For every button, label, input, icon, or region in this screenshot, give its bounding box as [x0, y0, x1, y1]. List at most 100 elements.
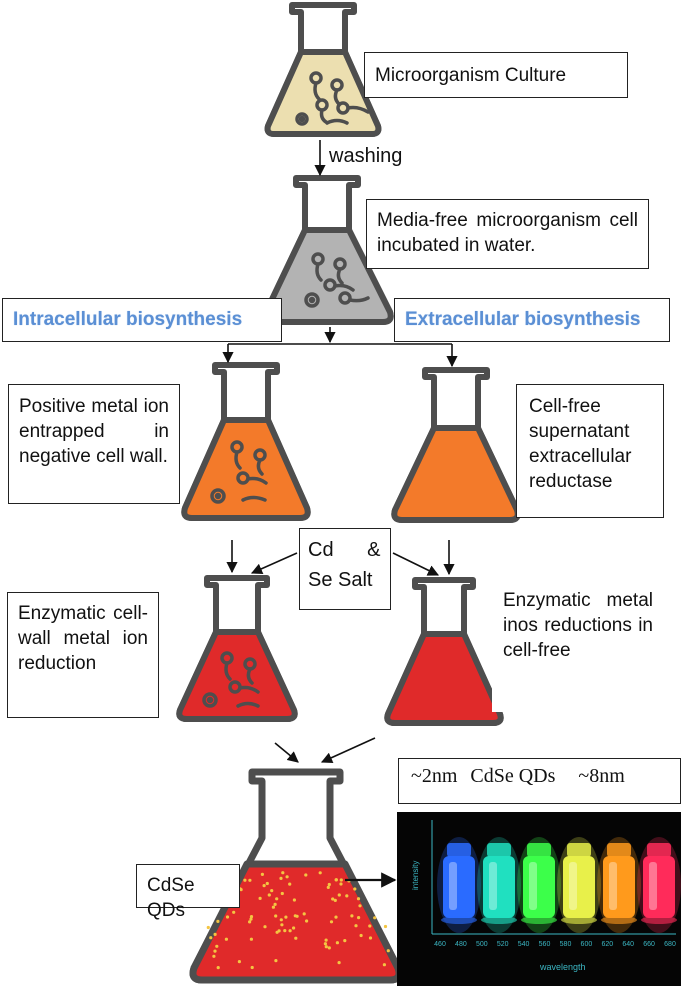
quantum-dot: [353, 887, 357, 891]
photo-x-tick: 680: [664, 941, 676, 948]
quantum-dot: [232, 910, 236, 914]
quantum-dot: [249, 917, 253, 921]
photo-x-axis-label: wavelength: [539, 962, 586, 972]
quantum-dot: [225, 915, 230, 919]
quantum-dot: [343, 939, 347, 943]
quantum-dot: [318, 871, 322, 875]
size-scale-middle: CdSe QDs: [470, 765, 556, 787]
photo-x-tick: 540: [518, 941, 530, 948]
salt-to-left-arrow: [250, 552, 298, 575]
quantum-dot: [292, 926, 296, 930]
quantum-dot: [281, 871, 285, 875]
quantum-dot: [288, 882, 292, 886]
quantum-dot: [292, 898, 296, 902]
extracellular-heading: Extracellular biosynthesis: [405, 309, 641, 330]
quantum-dot: [345, 894, 349, 898]
quantum-dot: [274, 959, 278, 963]
quantum-dot: [304, 873, 308, 877]
quantum-dot: [270, 889, 274, 893]
quantum-dot: [305, 919, 309, 923]
quantum-dot: [357, 916, 361, 920]
photo-x-tick: 520: [497, 941, 509, 948]
quantum-dot: [335, 941, 339, 945]
intracellular-red-flask: [176, 575, 298, 722]
quantum-dot: [383, 924, 388, 929]
quantum-dot: [368, 936, 373, 940]
quantum-dot: [262, 884, 266, 888]
quantum-dot: [206, 925, 210, 930]
photo-x-tick: 480: [455, 941, 467, 948]
cell-free-box: Cell-free supernatant extracellular redu…: [516, 384, 664, 518]
quantum-dot: [274, 914, 278, 918]
quantum-dot: [260, 872, 264, 877]
quantum-dot: [337, 961, 341, 965]
quantum-dot: [243, 878, 247, 882]
quantum-dot: [263, 925, 267, 929]
photo-x-tick: 620: [601, 941, 613, 948]
washing-label: washing: [329, 145, 403, 167]
extracellular-flask: [391, 367, 521, 523]
quantum-dot: [356, 897, 361, 901]
quantum-dot: [302, 912, 306, 916]
photo-y-axis-label: intensity: [411, 861, 420, 890]
enzymatic-cellfree-box: Enzymatic metal inos reductions in cell-…: [492, 578, 664, 712]
salt-to-right-arrow: [392, 552, 440, 576]
salt-label-line1: Cd &: [308, 539, 381, 561]
quantum-dot: [216, 919, 220, 924]
quantum-dot: [333, 898, 337, 903]
size-scale-box: ~2nm CdSe QDs ~8nm: [398, 758, 681, 804]
positive-ion-label: Positive metal ion entrapped in negative…: [19, 396, 169, 467]
vial: [477, 837, 521, 933]
right-to-qds-arrow: [320, 737, 376, 763]
quantum-dot: [368, 924, 372, 928]
quantum-dot: [212, 954, 216, 958]
quantum-dot: [284, 915, 288, 919]
size-scale-left: ~2nm: [411, 765, 458, 787]
quantum-dot: [293, 914, 297, 918]
quantum-dot: [213, 932, 217, 937]
quantum-dot: [283, 929, 287, 933]
photo-x-tick: 560: [539, 941, 551, 948]
quantum-dot: [249, 937, 253, 941]
quantum-dot: [216, 966, 220, 970]
quantum-dot: [323, 942, 327, 946]
microbe-cells-icon: [304, 252, 370, 308]
quantum-dot: [249, 915, 254, 919]
quantum-dot: [354, 924, 358, 928]
quantum-dot: [279, 876, 283, 881]
quantum-dot: [326, 885, 330, 890]
quantum-dot: [248, 878, 252, 882]
quantum-dot: [285, 875, 289, 879]
extracellular-red-flask: [384, 577, 504, 726]
qds-flask: [189, 768, 414, 984]
vial: [437, 837, 481, 933]
quantum-dot: [358, 904, 362, 908]
intracellular-flask: [181, 362, 311, 521]
microbe-cells-icon: [202, 651, 260, 708]
photo-x-tick: 600: [581, 941, 593, 948]
quantum-dot: [327, 882, 331, 887]
photo-x-tick: 660: [643, 941, 655, 948]
intracellular-heading-box: Intracellular biosynthesis: [2, 298, 282, 342]
quantum-dot: [273, 902, 277, 907]
quantum-dot: [258, 896, 262, 901]
left-to-qds-arrow: [274, 742, 299, 763]
incubated-label-box: Media-free microorganism cell incubated …: [366, 199, 649, 269]
vial: [517, 837, 561, 933]
quantum-dot: [209, 936, 213, 940]
photo-x-tick: 500: [476, 941, 488, 948]
salt-box: Cd & Se Salt: [299, 528, 391, 610]
quantum-dot: [215, 944, 219, 948]
vial-row: [437, 837, 681, 933]
photo-x-tick: 460: [434, 941, 446, 948]
photo-x-tick: 640: [622, 941, 634, 948]
quantum-dot: [373, 916, 377, 920]
quantum-dot: [279, 918, 283, 922]
quantum-dot: [382, 963, 386, 967]
extracellular-heading-box: Extracellular biosynthesis: [394, 298, 670, 342]
quantum-dot: [280, 891, 284, 896]
quantum-dot: [224, 937, 228, 941]
